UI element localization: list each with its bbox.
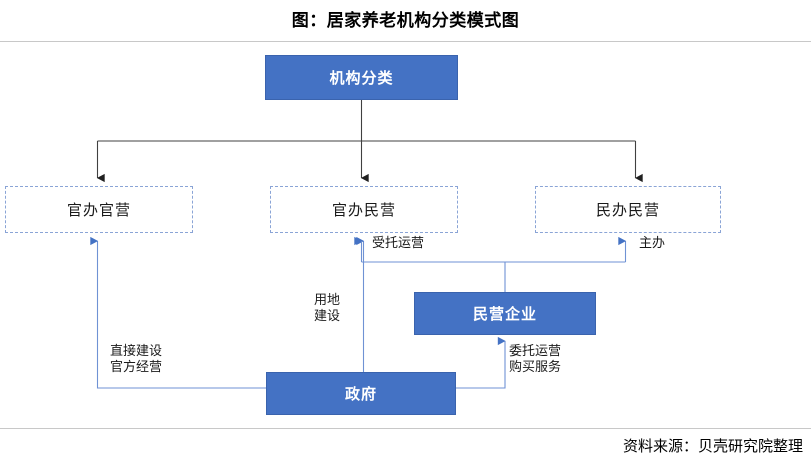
node-root[interactable]: 机构分类: [265, 55, 458, 100]
node-enterprise[interactable]: 民营企业: [414, 292, 596, 335]
edge-label-yongdi-jianshe: 用地 建设: [314, 292, 341, 323]
wire-gov-to-enterprise: [456, 336, 506, 389]
node-guan-guan[interactable]: 官办官营: [5, 186, 193, 233]
bottom-divider: [0, 428, 811, 429]
figure-source: 资料来源：贝壳研究院整理: [622, 439, 803, 455]
node-guan-min[interactable]: 官办民营: [270, 186, 458, 233]
top-divider: [0, 41, 811, 42]
edge-label-shoutuo-yunying: 受托运营: [372, 235, 425, 250]
edge-label-weituo-yunying: 委托运营 购买服务: [509, 343, 562, 374]
edge-label-zhuban: 主办: [639, 235, 666, 250]
node-government[interactable]: 政府: [266, 372, 456, 415]
figure-title: 图：居家养老机构分类模式图: [291, 11, 520, 30]
edge-label-zhijie-jianshe: 直接建设 官方经营: [110, 343, 163, 374]
node-min-min[interactable]: 民办民营: [535, 186, 721, 233]
